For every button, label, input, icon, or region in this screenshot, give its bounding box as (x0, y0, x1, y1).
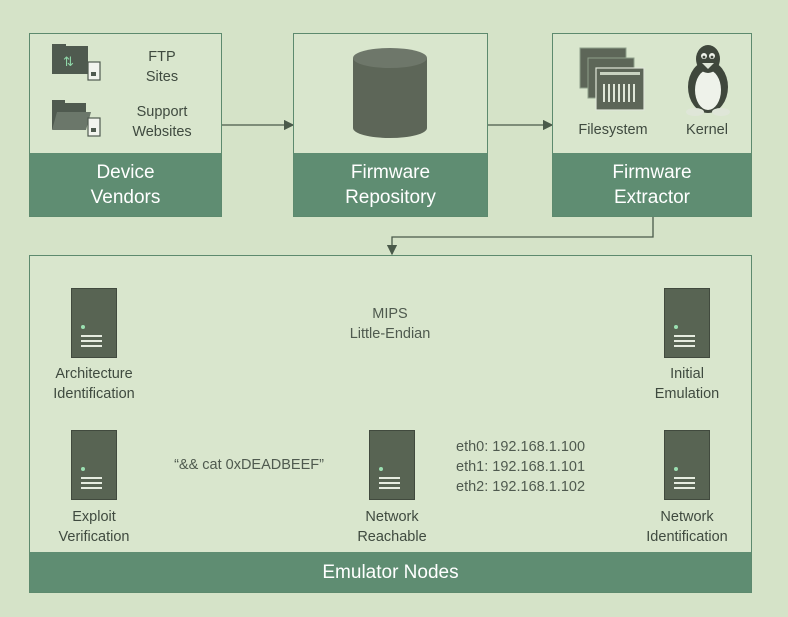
initial-line2: Emulation (654, 386, 720, 402)
database-icon (353, 48, 427, 138)
vent-line (674, 482, 695, 484)
status-led (379, 467, 383, 471)
support-line2: Websites (132, 124, 192, 140)
exploit-command-label: “&& cat 0xDEADBEEF” (158, 455, 340, 475)
vent-line (674, 340, 695, 342)
vent-line (81, 487, 102, 489)
vent-line (81, 345, 102, 347)
emulator-title: Emulator Nodes (322, 561, 459, 583)
architecture-identification-label: Architecture Identification (34, 364, 154, 404)
netid-line2: Identification (646, 529, 728, 545)
exploit-verification-label: Exploit Verification (44, 507, 144, 547)
repository-line1: Firmware (350, 161, 431, 183)
device-vendors-box: ⇅ FTP Sites Support Websites Device Vend… (29, 33, 222, 217)
network-reachable-label: Network Reachable (342, 507, 442, 547)
status-led (81, 467, 85, 471)
status-led (674, 467, 678, 471)
firmware-repository-title: Firmware Repository (294, 153, 487, 216)
vent-line (674, 487, 695, 489)
ftp-sites-label: FTP Sites (122, 47, 202, 87)
linux-penguin-icon (686, 45, 730, 116)
vent-line (379, 477, 400, 479)
server-icon-exploit (71, 430, 117, 500)
ftp-line2: Sites (145, 69, 179, 85)
kernel-label: Kernel (686, 122, 728, 138)
vent-line (674, 477, 695, 479)
eth0-label: eth0: 192.168.1.100 (456, 439, 586, 455)
vent-line (81, 340, 102, 342)
filesystem-icon (579, 47, 645, 111)
reach-line1: Network (365, 509, 419, 525)
firmware-extractor-title: Firmware Extractor (553, 153, 751, 216)
vent-line (674, 335, 695, 337)
mips-edge-label: MIPS Little-Endian (320, 304, 460, 344)
vent-line (81, 335, 102, 337)
vent-line (81, 477, 102, 479)
arrow-extractor-to-emulator (386, 217, 654, 256)
device-vendors-line1: Device (96, 161, 155, 183)
server-icon-netid (664, 430, 710, 500)
arch-line1: Architecture (55, 366, 133, 382)
reach-line2: Reachable (357, 529, 427, 545)
arch-line2: Identification (53, 386, 135, 402)
ftp-line1: FTP (148, 49, 176, 65)
extractor-line2: Extractor (613, 186, 690, 208)
mips-line2: Little-Endian (349, 326, 431, 342)
extractor-line1: Firmware (612, 161, 692, 183)
network-identification-label: Network Identification (632, 507, 742, 547)
ftp-folder-icon: ⇅ (52, 44, 101, 81)
svg-text:⇅: ⇅ (63, 55, 74, 70)
interface-list-label: eth0: 192.168.1.100 eth1: 192.168.1.101 … (456, 437, 626, 497)
device-vendors-title: Device Vendors (30, 153, 221, 216)
vent-line (674, 345, 695, 347)
mips-line1: MIPS (365, 304, 415, 324)
support-folder-icon (52, 100, 101, 137)
eth2-label: eth2: 192.168.1.102 (456, 479, 586, 495)
device-vendors-line2: Vendors (90, 186, 161, 208)
support-line1: Support (136, 104, 188, 120)
support-websites-label: Support Websites (122, 102, 202, 142)
server-icon-architecture (71, 288, 117, 358)
initial-emulation-label: Initial Emulation (637, 364, 737, 404)
server-icon-initial (664, 288, 710, 358)
firmware-extractor-box: Filesystem Kernel Firmware Extractor (552, 33, 752, 217)
netid-line1: Network (660, 509, 714, 525)
vent-line (379, 487, 400, 489)
initial-line1: Initial (670, 366, 704, 382)
exploit-line1: Exploit (72, 509, 116, 525)
repository-line2: Repository (345, 186, 436, 208)
eth1-label: eth1: 192.168.1.101 (456, 459, 586, 475)
exploit-line2: Verification (58, 529, 130, 545)
status-led (674, 325, 678, 329)
server-icon-reachable (369, 430, 415, 500)
vent-line (379, 482, 400, 484)
firmware-repository-box: Firmware Repository (293, 33, 488, 217)
vent-line (81, 482, 102, 484)
status-led (81, 325, 85, 329)
filesystem-label: Filesystem (578, 122, 648, 138)
emulator-nodes-title: Emulator Nodes (30, 552, 751, 592)
